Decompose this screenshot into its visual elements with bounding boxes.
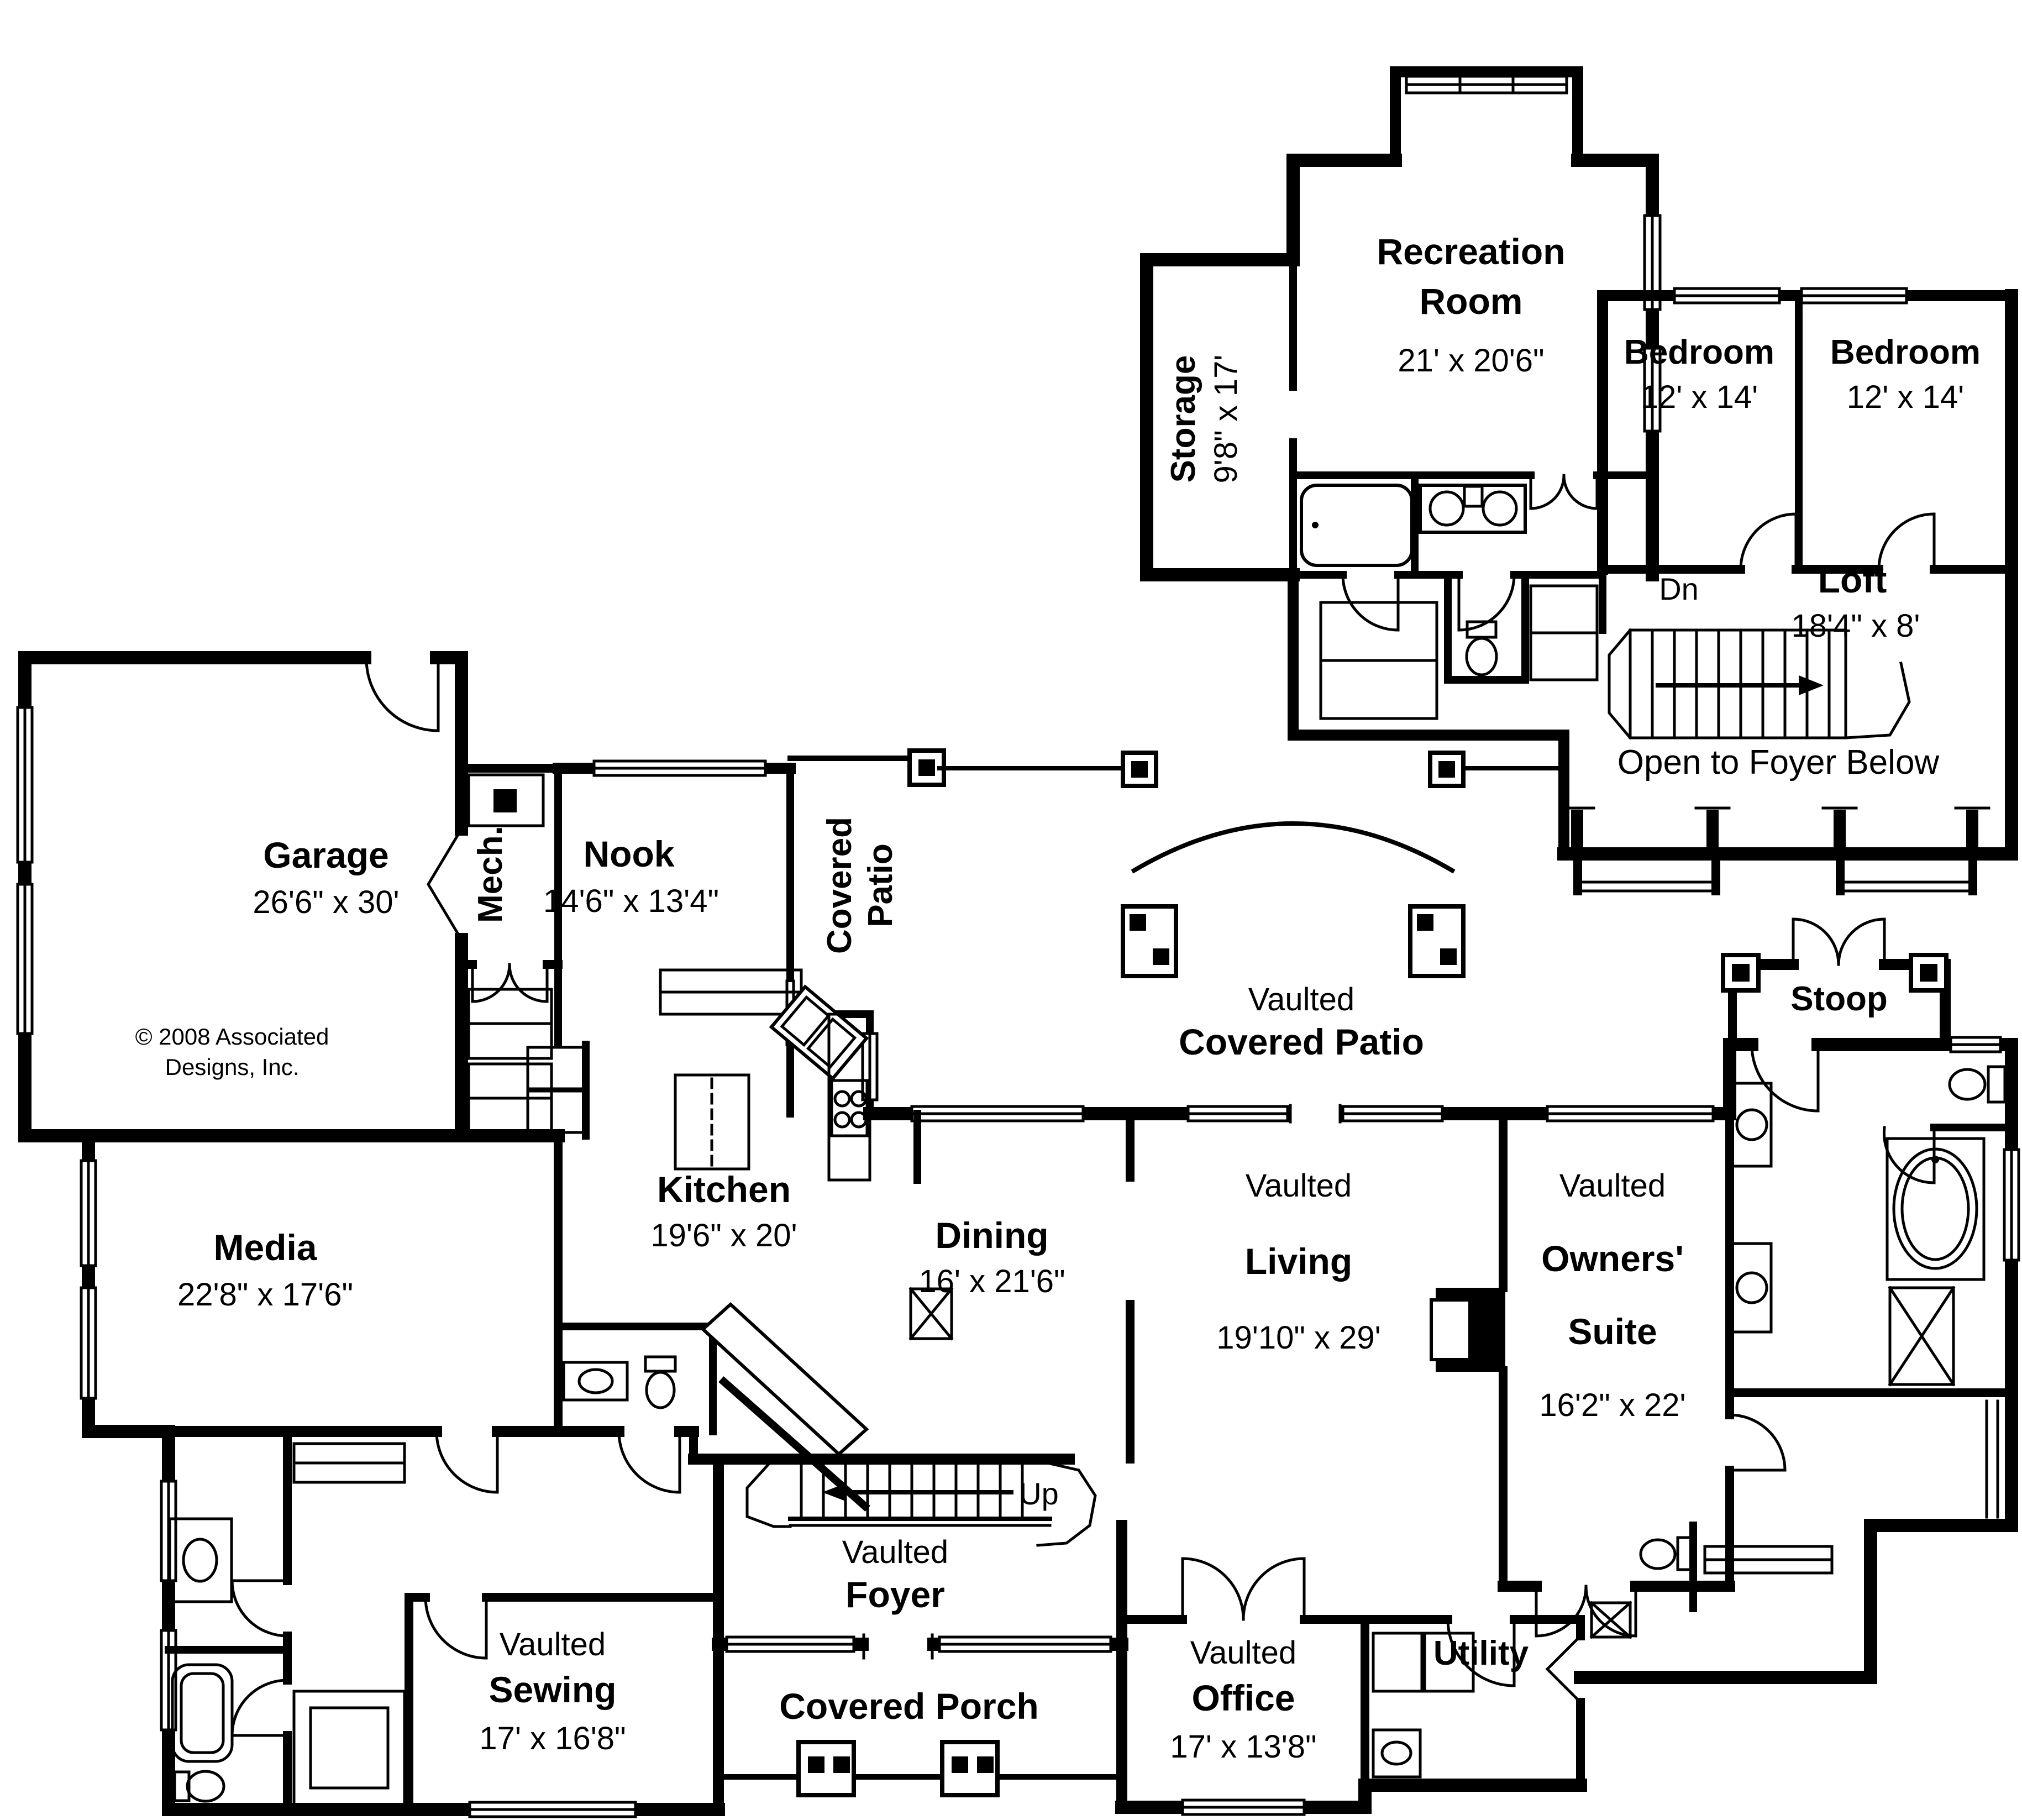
room-dims-garage: 26'6" x 30' <box>253 884 399 920</box>
office-vaulted-label: Vaulted <box>1190 1635 1296 1671</box>
room-label-kitchen: Kitchen <box>657 1169 791 1210</box>
room-dims-nook: 14'6" x 13'4" <box>543 883 719 919</box>
sewing-vaulted-label: Vaulted <box>500 1627 606 1662</box>
patio-structure <box>787 748 1566 978</box>
foyer-vaulted-label: Vaulted <box>842 1534 948 1570</box>
stoop-structure <box>1721 917 2018 1120</box>
room-label-bedroom-right: Bedroom <box>1830 333 1981 371</box>
north-wall <box>863 1104 1736 1124</box>
room-label-mech: Mech. <box>471 826 510 923</box>
copyright-line2: Designs, Inc. <box>165 1054 300 1080</box>
room-label-sewing: Sewing <box>489 1669 616 1710</box>
room-label-storage: Storage <box>1164 355 1202 483</box>
room-label-recreation-2: Room <box>1420 281 1523 322</box>
room-dims-loft: 18'4" x 8' <box>1792 608 1920 644</box>
room-dims-living: 19'10" x 29' <box>1216 1320 1381 1356</box>
owners-bath <box>1725 1065 2016 1519</box>
patio-vaulted-label: Vaulted <box>1248 982 1354 1017</box>
suite-vaulted-label: Vaulted <box>1559 1168 1666 1204</box>
owners-suite-walls <box>1430 1109 1787 1638</box>
nook-walls <box>553 759 796 1118</box>
kitchen-fixtures <box>526 968 954 1512</box>
rear-hall-bath <box>1574 1519 2018 1684</box>
room-label-bedroom-left: Bedroom <box>1624 333 1774 371</box>
foyer-stairs <box>688 1454 1097 1547</box>
room-label-recreation-1: Recreation <box>1377 231 1565 272</box>
upper-closet-room <box>1288 569 1569 859</box>
room-label-porch: Covered Porch <box>779 1686 1038 1727</box>
open-to-foyer-label: Open to Foyer Below <box>1617 743 1940 782</box>
stairs-up-label: Up <box>1019 1476 1059 1511</box>
room-label-stoop: Stoop <box>1790 980 1888 1018</box>
room-dims-recreation: 21' x 20'6" <box>1398 343 1544 379</box>
sewing-block <box>160 1425 725 1818</box>
room-label-covered-patio-1: Covered <box>821 817 859 954</box>
room-label-suite-1: Owners' <box>1541 1238 1684 1279</box>
recreation-room-walls <box>1140 66 1662 581</box>
room-dims-dining: 16' x 21'6" <box>918 1263 1065 1299</box>
upper-floor: Recreation Room 21' x 20'6" Storage 9'8"… <box>1140 66 2018 895</box>
room-label-media: Media <box>213 1227 317 1268</box>
room-label-office: Office <box>1191 1677 1295 1718</box>
upper-stairs <box>1599 565 1911 740</box>
room-label-dining: Dining <box>935 1215 1048 1256</box>
patio-name-label: Covered Patio <box>1179 1021 1424 1062</box>
open-to-foyer <box>1557 806 2018 895</box>
front-wall-porch <box>712 1633 1128 1797</box>
main-floor: Garage 26'6" x 30' © 2008 Associated Des… <box>16 651 2020 1818</box>
room-dims-kitchen: 19'6" x 20' <box>650 1218 797 1253</box>
room-label-living: Living <box>1245 1241 1352 1282</box>
bedrooms-walls <box>1597 287 2018 861</box>
room-dims-bedroom-left: 12' x 14' <box>1641 379 1758 415</box>
stairs-dn-label: Dn <box>1659 571 1699 606</box>
room-label-suite-2: Suite <box>1568 1311 1657 1352</box>
garage-walls <box>16 651 565 1142</box>
room-dims-bedroom-right: 12' x 14' <box>1847 379 1964 415</box>
room-label-loft: Loft <box>1818 559 1887 600</box>
room-dims-sewing: 17' x 16'8" <box>479 1721 626 1756</box>
utility-room <box>1358 1615 1587 1814</box>
office-room <box>1115 1520 1372 1816</box>
room-label-foyer: Foyer <box>845 1574 945 1615</box>
room-dims-storage: 9'8" x 17' <box>1208 355 1244 484</box>
room-dims-media: 22'8" x 17'6" <box>177 1277 353 1313</box>
room-dims-office: 17' x 13'8" <box>1170 1729 1316 1765</box>
copyright-line1: © 2008 Associated <box>135 1024 329 1050</box>
room-label-nook: Nook <box>584 833 675 874</box>
upper-bath <box>1289 471 1606 684</box>
room-label-covered-patio-2: Patio <box>862 843 900 927</box>
media-room <box>80 1129 699 1494</box>
room-label-garage: Garage <box>263 835 388 875</box>
living-vaulted-label: Vaulted <box>1246 1168 1352 1204</box>
mech-room <box>457 764 563 1135</box>
room-label-utility: Utility <box>1433 1634 1529 1672</box>
east-wall <box>2003 1038 2020 1532</box>
room-dims-suite: 16'2" x 22' <box>1539 1387 1685 1423</box>
powder-room <box>554 1323 717 1494</box>
